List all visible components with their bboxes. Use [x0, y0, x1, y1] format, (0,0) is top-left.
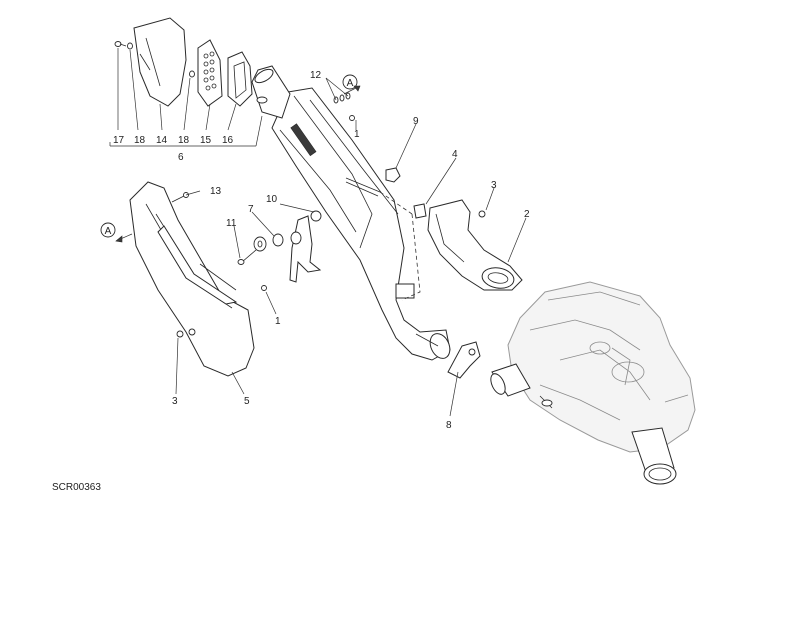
washer-1-lower — [261, 285, 267, 291]
inlet-pipe — [251, 65, 291, 119]
screw-3-lower — [176, 330, 184, 338]
callout-1-lower: 1 — [275, 316, 281, 327]
callout-1-upper: 1 — [354, 129, 360, 140]
screw-3-upper — [478, 210, 486, 218]
callout-2: 2 — [524, 209, 530, 220]
callout-3-lower: 3 — [172, 396, 178, 407]
clamp-8 — [447, 341, 481, 379]
header-stub — [490, 363, 553, 409]
rubber-grommet-10 — [290, 210, 322, 245]
callout-12: 12 — [310, 70, 322, 81]
callout-7: 7 — [248, 204, 254, 215]
silencer — [271, 87, 451, 361]
callout-18-left: 18 — [134, 135, 146, 146]
end-cap-cover — [133, 17, 187, 107]
callout-3-upper: 3 — [491, 180, 497, 191]
view-marker-label-top: A — [347, 78, 354, 89]
diagram-code: SCR00363 — [52, 482, 101, 493]
gasket — [227, 51, 253, 107]
grille-mesh — [197, 39, 223, 107]
engine-block — [507, 281, 696, 453]
screw-13 — [171, 195, 185, 203]
washer-11 — [253, 236, 267, 252]
washer-18b — [189, 70, 195, 78]
callout-5: 5 — [244, 396, 250, 407]
callout-9: 9 — [413, 116, 419, 127]
view-marker-left: A — [100, 222, 133, 243]
side-heat-shield — [129, 181, 255, 377]
engine-outlet-pipe — [631, 427, 677, 485]
view-marker-top: A — [342, 74, 361, 95]
view-marker-label-left: A — [105, 226, 112, 237]
callout-14: 14 — [156, 135, 168, 146]
callout-13: 13 — [210, 186, 222, 197]
screw-17 — [114, 41, 127, 47]
callout-4: 4 — [452, 149, 458, 160]
callout-18-right: 18 — [178, 135, 190, 146]
callout-15: 15 — [200, 135, 212, 146]
pipe-heat-shield — [427, 199, 523, 291]
callout-11: 11 — [226, 218, 237, 229]
washer-18a — [127, 42, 133, 50]
assembly-line-clamp — [401, 213, 421, 301]
spacer-7 — [272, 233, 284, 247]
bolt-11 — [237, 249, 257, 265]
grille-holes — [203, 51, 217, 91]
clamp-4 — [413, 203, 427, 219]
washers-12 — [333, 92, 355, 121]
callout-6: 6 — [178, 152, 184, 163]
callout-17: 17 — [113, 135, 125, 146]
callout-16: 16 — [222, 135, 234, 146]
callout-8: 8 — [446, 420, 452, 431]
leader-lines — [109, 48, 527, 417]
nut-9 — [385, 167, 401, 183]
callout-labels: 17 18 14 18 15 16 6 12 1 9 4 3 2 13 10 7… — [113, 70, 530, 431]
bracket-hanger — [289, 215, 322, 283]
callout-10: 10 — [266, 194, 278, 205]
